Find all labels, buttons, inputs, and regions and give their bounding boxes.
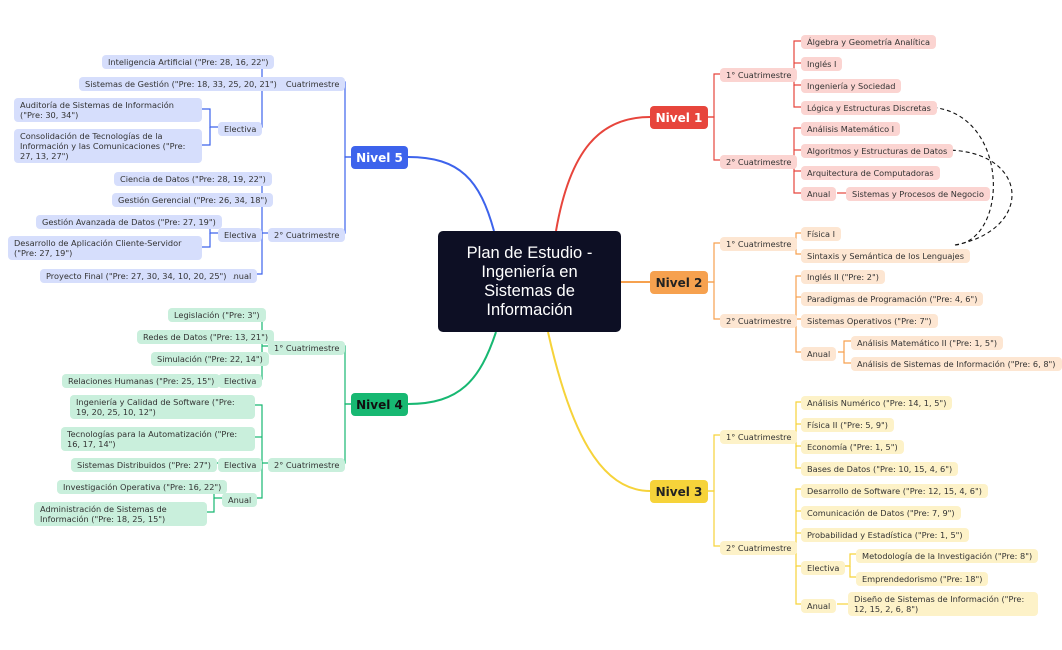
subject-node[interactable]: Inglés II ("Pre: 2") — [801, 270, 885, 284]
subject-node[interactable]: Ingeniería y Calidad de Software ("Pre: … — [70, 395, 255, 419]
subject-node[interactable]: Legislación ("Pre: 3") — [168, 308, 266, 322]
n5-cuatrimestre-2[interactable]: 2° Cuatrimestre — [268, 228, 346, 242]
subject-node[interactable]: Tecnologías para la Automatización ("Pre… — [61, 427, 255, 451]
n4-anual[interactable]: Anual — [222, 493, 258, 507]
n5-electiva-2[interactable]: Electiva — [218, 228, 263, 242]
subject-node[interactable]: Auditoría de Sistemas de Información ("P… — [14, 98, 202, 122]
subject-node[interactable]: Análisis de Sistemas de Información ("Pr… — [851, 357, 1062, 371]
n4-cuatrimestre-1[interactable]: 1° Cuatrimestre — [268, 341, 346, 355]
link-root-nivel5 — [407, 156, 495, 232]
subject-node[interactable]: Análisis Numérico ("Pre: 14, 1, 5") — [801, 396, 953, 410]
subject-node[interactable]: Simulación ("Pre: 22, 14") — [151, 352, 269, 366]
subject-node[interactable]: Física I — [801, 227, 842, 241]
subject-node[interactable]: Diseño de Sistemas de Información ("Pre:… — [848, 592, 1038, 616]
level-4-node[interactable]: Nivel 4 — [351, 393, 408, 416]
subject-node[interactable]: Administración de Sistemas de Informació… — [34, 502, 207, 526]
level-3-node[interactable]: Nivel 3 — [650, 480, 708, 503]
subject-node[interactable]: Investigación Operativa ("Pre: 16, 22") — [57, 480, 228, 494]
link-root-nivel1 — [555, 116, 651, 232]
dashed-arrow-to-algoritmos — [943, 146, 1013, 246]
subject-node[interactable]: Bases de Datos ("Pre: 10, 15, 4, 6") — [801, 462, 959, 476]
subject-node[interactable]: Metodología de la Investigación ("Pre: 8… — [856, 549, 1039, 563]
subject-node[interactable]: Consolidación de Tecnologías de la Infor… — [14, 129, 202, 163]
n2-cuatrimestre-2[interactable]: 2° Cuatrimestre — [720, 314, 798, 328]
subject-node[interactable]: Sistemas Distribuidos ("Pre: 27") — [71, 458, 217, 472]
n5-cuatrimestre-1[interactable]: 1° Cuatrimestre — [268, 77, 346, 91]
n5-electiva-1[interactable]: Electiva — [218, 122, 263, 136]
subject-node[interactable]: Algoritmos y Estructuras de Datos — [801, 144, 954, 158]
subject-node[interactable]: Análisis Matemático II ("Pre: 1, 5") — [851, 336, 1004, 350]
subject-node[interactable]: Gestión Avanzada de Datos ("Pre: 27, 19"… — [36, 215, 222, 229]
subject-node[interactable]: Análisis Matemático I — [801, 122, 901, 136]
link-root-nivel4 — [407, 331, 497, 405]
subject-node[interactable]: Ciencia de Datos ("Pre: 28, 19, 22") — [114, 172, 272, 186]
n3-electiva[interactable]: Electiva — [801, 561, 846, 575]
subject-node[interactable]: Sistemas de Gestión ("Pre: 18, 33, 25, 2… — [79, 77, 283, 91]
level-2-node[interactable]: Nivel 2 — [650, 271, 708, 294]
subject-node[interactable]: Inglés I — [801, 57, 843, 71]
subject-node[interactable]: Proyecto Final ("Pre: 27, 30, 34, 10, 20… — [40, 269, 233, 283]
n2-anual[interactable]: Anual — [801, 347, 837, 361]
subject-node[interactable]: Comunicación de Datos ("Pre: 7, 9") — [801, 506, 961, 520]
subject-node[interactable]: Álgebra y Geometría Analítica — [801, 35, 936, 49]
level-5-node[interactable]: Nivel 5 — [351, 146, 408, 169]
subject-node[interactable]: Gestión Gerencial ("Pre: 26, 34, 18") — [112, 193, 274, 207]
subject-node[interactable]: Desarrollo de Software ("Pre: 12, 15, 4,… — [801, 484, 988, 498]
n3-anual[interactable]: Anual — [801, 599, 837, 613]
dashed-arrow-to-logica — [926, 103, 994, 246]
n1-cuatrimestre-1[interactable]: 1° Cuatrimestre — [720, 68, 798, 82]
subject-node[interactable]: Física II ("Pre: 5, 9") — [801, 418, 894, 432]
link-root-nivel3 — [547, 331, 651, 492]
subject-node[interactable]: Relaciones Humanas ("Pre: 25, 15") — [62, 374, 221, 388]
n4-cuatrimestre-2[interactable]: 2° Cuatrimestre — [268, 458, 346, 472]
n3-cuatrimestre-1[interactable]: 1° Cuatrimestre — [720, 430, 798, 444]
subject-node[interactable]: Sistemas y Procesos de Negocio — [846, 187, 990, 201]
subject-node[interactable]: Sintaxis y Semántica de los Lenguajes — [801, 249, 970, 263]
subject-node[interactable]: Inteligencia Artificial ("Pre: 28, 16, 2… — [102, 55, 275, 69]
subject-node[interactable]: Desarrollo de Aplicación Cliente-Servido… — [8, 236, 202, 260]
subject-node[interactable]: Redes de Datos ("Pre: 13, 21") — [137, 330, 275, 344]
n1-anual[interactable]: Anual — [801, 187, 837, 201]
level-1-node[interactable]: Nivel 1 — [650, 106, 708, 129]
subject-node[interactable]: Sistemas Operativos ("Pre: 7") — [801, 314, 938, 328]
n3-cuatrimestre-2[interactable]: 2° Cuatrimestre — [720, 541, 798, 555]
root-topic[interactable]: Plan de Estudio - Ingeniería en Sistemas… — [438, 231, 621, 332]
subject-node[interactable]: Ingeniería y Sociedad — [801, 79, 902, 93]
subject-node[interactable]: Arquitectura de Computadoras — [801, 166, 940, 180]
subject-node[interactable]: Paradigmas de Programación ("Pre: 4, 6") — [801, 292, 984, 306]
n2-cuatrimestre-1[interactable]: 1° Cuatrimestre — [720, 237, 798, 251]
subject-node[interactable]: Lógica y Estructuras Discretas — [801, 101, 937, 115]
n4-electiva-2[interactable]: Electiva — [218, 458, 263, 472]
subject-node[interactable]: Probabilidad y Estadística ("Pre: 1, 5") — [801, 528, 969, 542]
n1-cuatrimestre-2[interactable]: 2° Cuatrimestre — [720, 155, 798, 169]
subject-node[interactable]: Emprendedorismo ("Pre: 18") — [856, 572, 989, 586]
subject-node[interactable]: Economía ("Pre: 1, 5") — [801, 440, 904, 454]
n4-electiva-1[interactable]: Electiva — [218, 374, 263, 388]
